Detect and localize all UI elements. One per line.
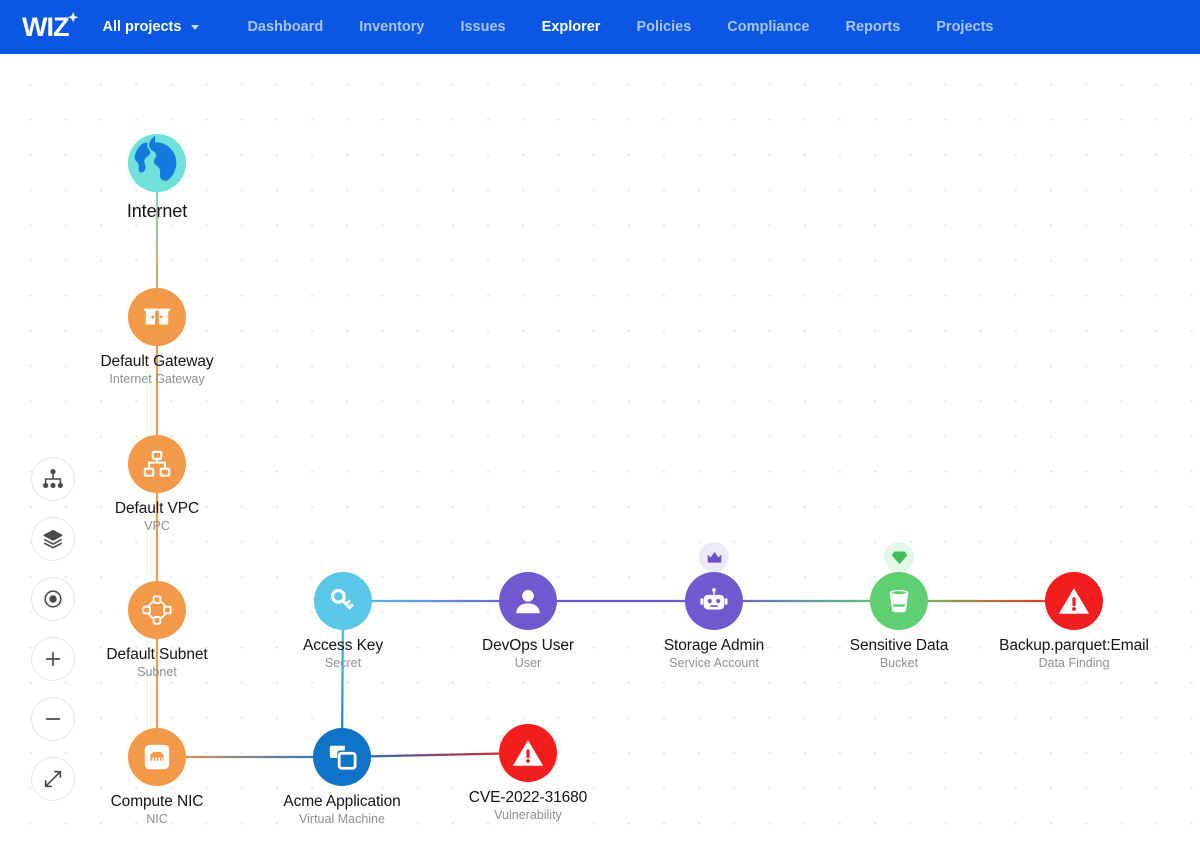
node-icon-gateway[interactable] [128, 288, 186, 346]
node-title-acme: Acme Application [283, 793, 401, 810]
node-icon-accesskey[interactable] [314, 572, 372, 630]
node-title-storage: Storage Admin [663, 637, 765, 654]
node-icon-subnet[interactable] [128, 581, 186, 639]
node-icon-backup[interactable] [1045, 572, 1103, 630]
graph-edge-acme-to-cve [341, 751, 529, 759]
hierarchy-layout-button[interactable] [31, 457, 75, 501]
nav-item-policies[interactable]: Policies [636, 19, 692, 35]
node-title-gateway: Default Gateway [100, 353, 214, 370]
nav-item-compliance[interactable]: Compliance [727, 19, 810, 35]
nav-item-list: Dashboard Inventory Issues Explorer Policies… [229, 19, 1011, 35]
node-subtitle-nic: NIC [146, 812, 168, 826]
project-selector[interactable]: All projects [102, 19, 200, 35]
nav-item-reports[interactable]: Reports [845, 19, 901, 35]
top-navigation-bar: WIZ ✦ All projects Dashboard Inventory Iss… [0, 0, 1200, 54]
layers-icon [42, 528, 64, 550]
gem-icon [884, 542, 914, 572]
canvas-toolbar [31, 457, 75, 801]
node-title-backup: Backup.parquet:Email [999, 637, 1149, 654]
zoom-out-button[interactable] [31, 697, 75, 741]
node-subtitle-vpc: VPC [144, 519, 170, 533]
nav-item-inventory[interactable]: Inventory [359, 19, 425, 35]
node-subtitle-cve: Vulnerability [494, 808, 562, 822]
node-title-vpc: Default VPC [114, 500, 200, 517]
layers-button[interactable] [31, 517, 75, 561]
wiz-logo-star-icon: ✦ [67, 9, 79, 25]
graph-node-vpc[interactable]: Default VPC VPC [57, 435, 257, 533]
node-subtitle-acme: Virtual Machine [299, 812, 385, 826]
chevron-down-icon [191, 24, 200, 30]
target-icon [42, 588, 64, 610]
nav-item-explorer[interactable]: Explorer [541, 19, 601, 35]
node-title-cve: CVE-2022-31680 [468, 789, 588, 806]
node-subtitle-sensitive: Bucket [879, 656, 919, 670]
node-title-internet: Internet [126, 201, 188, 221]
node-subtitle-gateway: Internet Gateway [109, 372, 205, 386]
nav-item-dashboard[interactable]: Dashboard [247, 19, 324, 35]
node-subtitle-subnet: Subnet [137, 665, 177, 679]
wiz-logo-text: WIZ [22, 11, 69, 42]
node-icon-internet[interactable] [123, 129, 191, 197]
node-icon-storage[interactable] [685, 542, 743, 630]
wiz-logo[interactable]: WIZ ✦ [22, 11, 78, 42]
minus-icon [42, 708, 64, 730]
zoom-in-button[interactable] [31, 637, 75, 681]
node-title-subnet: Default Subnet [106, 646, 208, 663]
project-selector-label: All projects [102, 19, 182, 35]
nav-item-issues[interactable]: Issues [460, 19, 506, 35]
node-subtitle-storage: Service Account [669, 656, 759, 670]
node-subtitle-devops: User [514, 656, 542, 670]
crown-icon [699, 542, 729, 572]
node-icon-devops[interactable] [499, 572, 557, 630]
node-title-accesskey: Access Key [303, 637, 383, 654]
node-icon-nic[interactable] [128, 728, 186, 786]
node-icon-vpc[interactable] [128, 435, 186, 493]
node-icon-cve[interactable] [499, 724, 557, 782]
hierarchy-icon [42, 468, 64, 490]
expand-arrows-icon [42, 768, 64, 790]
node-icon-acme[interactable] [313, 728, 371, 786]
node-icon-sensitive[interactable] [870, 542, 928, 630]
node-subtitle-accesskey: Secret [324, 656, 362, 670]
graph-node-nic[interactable]: Compute NIC NIC [57, 728, 257, 826]
graph-node-internet[interactable]: Internet [57, 129, 257, 222]
node-subtitle-backup: Data Finding [1038, 656, 1110, 670]
plus-icon [42, 648, 64, 670]
fit-screen-button[interactable] [31, 757, 75, 801]
node-title-nic: Compute NIC [110, 793, 204, 810]
node-title-sensitive: Sensitive Data [849, 637, 949, 654]
nav-item-projects[interactable]: Projects [936, 19, 994, 35]
focus-button[interactable] [31, 577, 75, 621]
node-title-devops: DevOps User [482, 637, 574, 654]
